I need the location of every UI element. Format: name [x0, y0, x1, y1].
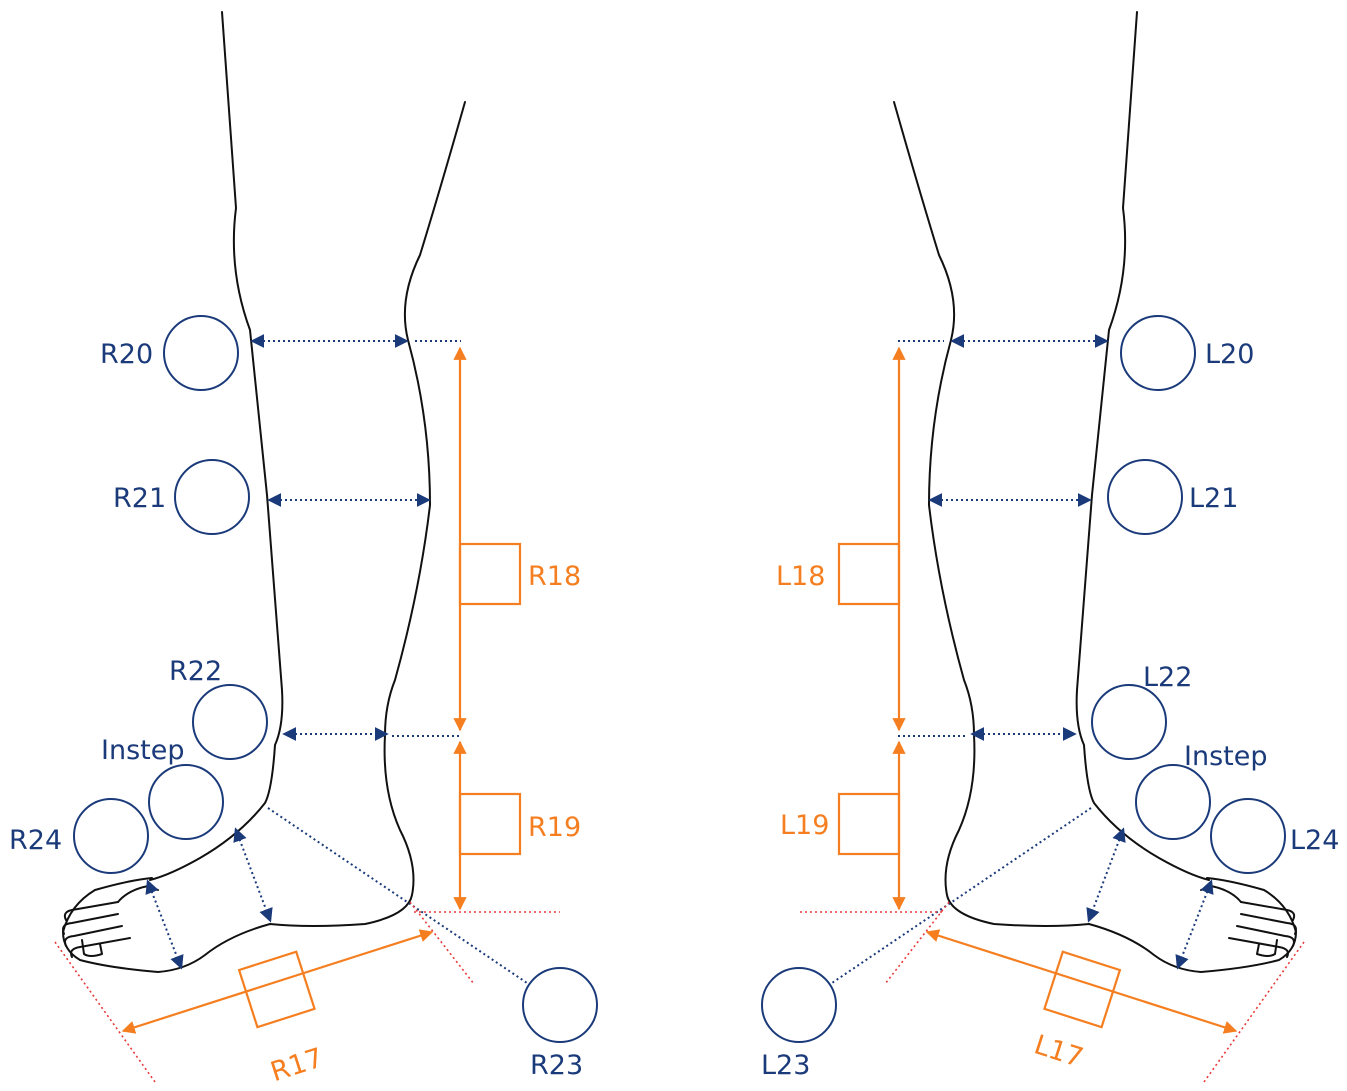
left-foot-toes — [1200, 885, 1297, 958]
l17-length-arrow — [925, 929, 1238, 1034]
right-leg: R20 R21 R22 Instep R24 R23 R18 R19 R17 — [9, 11, 598, 1088]
instep-left-circle[interactable] — [1135, 764, 1211, 840]
l20-circle[interactable] — [1120, 315, 1196, 391]
r17-label: R17 — [267, 1042, 327, 1086]
r24-label: R24 — [9, 825, 62, 856]
l21-label: L21 — [1189, 483, 1238, 514]
instep-left-label: Instep — [1184, 741, 1267, 772]
r21-circle[interactable] — [174, 459, 250, 535]
right-leg-outline-back — [149, 11, 284, 881]
l-toe-line — [1203, 941, 1305, 1083]
right-foot-toes — [62, 885, 159, 958]
l19-label: L19 — [780, 810, 829, 841]
r23-circle[interactable] — [522, 967, 598, 1043]
l19-value-box — [837, 792, 901, 856]
r24-circle[interactable] — [73, 798, 149, 874]
instep-right-label: Instep — [101, 735, 184, 766]
r23-label: R23 — [530, 1050, 583, 1081]
l17-label: L17 — [1030, 1029, 1087, 1074]
r24-arrow — [145, 879, 184, 970]
l18-label: L18 — [776, 561, 825, 592]
l24-circle[interactable] — [1210, 798, 1286, 874]
l24-arrow — [1175, 879, 1214, 970]
left-leg-outline-front — [893, 101, 1297, 973]
r19-value-box — [458, 792, 522, 856]
l-heel-line — [884, 901, 950, 985]
instep-arrow — [233, 827, 273, 923]
instep-right-circle[interactable] — [148, 764, 224, 840]
r17-value-box — [237, 950, 316, 1029]
r21-label: R21 — [113, 483, 166, 514]
r22-label: R22 — [169, 656, 222, 687]
l18-value-box — [837, 542, 901, 606]
r23-diagonal-line — [267, 807, 531, 986]
r-toe-line — [54, 941, 156, 1083]
r18-value-box — [458, 542, 522, 606]
l23-diagonal-line — [828, 807, 1092, 986]
l23-label: L23 — [761, 1050, 810, 1081]
left-leg-outline-back — [1075, 11, 1210, 881]
left-leg: L20 L21 L22 Instep L24 L23 L18 L19 L17 — [761, 11, 1339, 1083]
l23-circle[interactable] — [761, 967, 837, 1043]
r19-label: R19 — [528, 812, 581, 843]
r22-circle[interactable] — [192, 684, 268, 760]
r18-label: R18 — [528, 561, 581, 592]
instep-left-arrow — [1086, 827, 1126, 923]
r20-label: R20 — [100, 339, 153, 370]
l20-label: L20 — [1205, 339, 1254, 370]
r17-length-arrow — [121, 929, 434, 1034]
r20-circle[interactable] — [163, 315, 239, 391]
l21-circle[interactable] — [1107, 459, 1183, 535]
r-heel-line — [409, 901, 475, 985]
l22-circle[interactable] — [1091, 684, 1167, 760]
l22-label: L22 — [1143, 662, 1192, 693]
l24-label: L24 — [1290, 825, 1339, 856]
l17-value-box — [1043, 950, 1122, 1029]
right-leg-outline-front — [62, 101, 466, 973]
